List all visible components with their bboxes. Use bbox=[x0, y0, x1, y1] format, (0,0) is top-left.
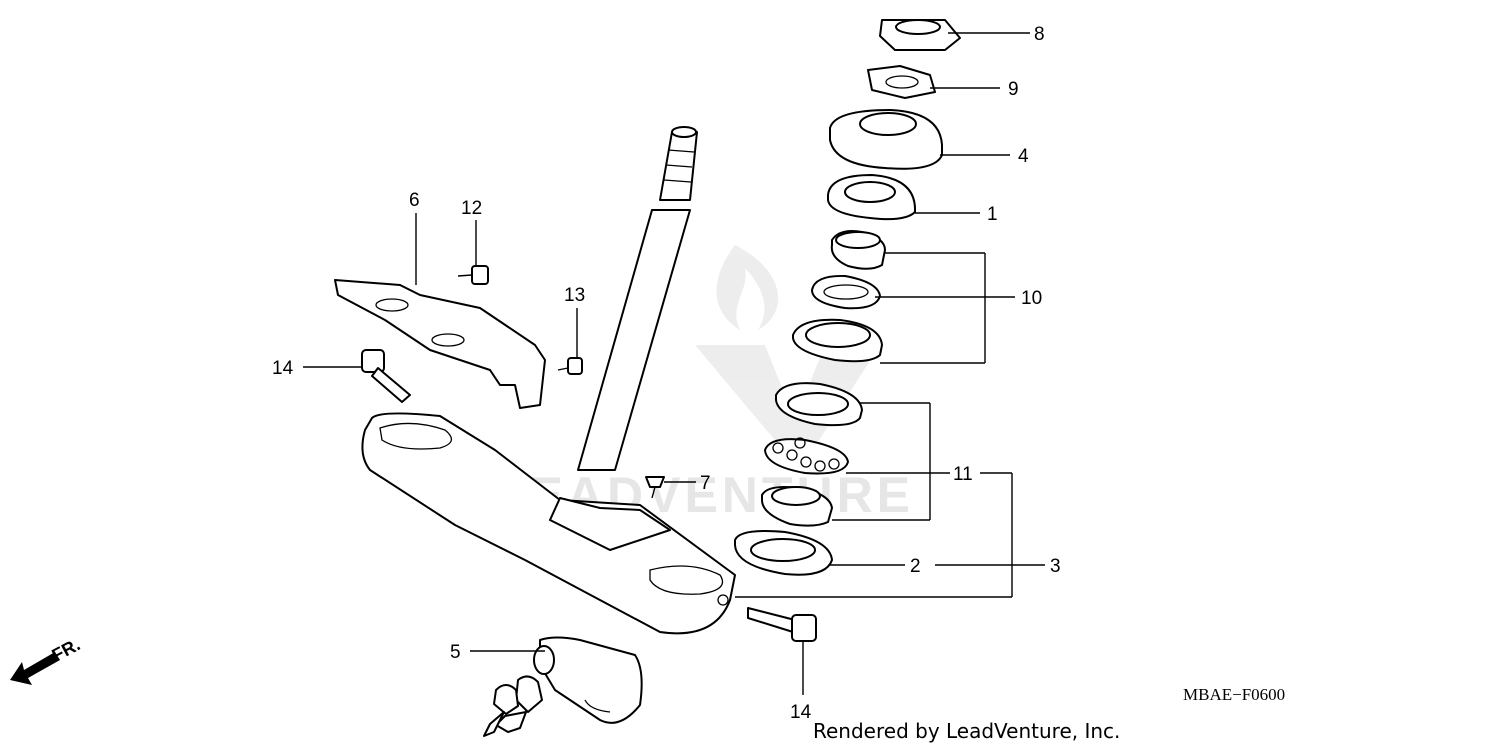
part-8-nut bbox=[879, 19, 961, 51]
leader-lines bbox=[303, 32, 1045, 695]
callout-4: 4 bbox=[1018, 146, 1029, 167]
part-3-steering-stem bbox=[361, 126, 736, 635]
render-credit: Rendered by LeadVenture, Inc. bbox=[813, 719, 1120, 743]
callout-5: 5 bbox=[450, 642, 461, 663]
part-14-bolt-upper bbox=[361, 349, 411, 403]
part-14-bolt-lower bbox=[747, 607, 817, 642]
part-13-bolt bbox=[557, 357, 583, 375]
part-10-upper-bearing bbox=[792, 230, 886, 363]
callout-6: 6 bbox=[409, 190, 420, 211]
callout-10: 10 bbox=[1021, 288, 1042, 309]
callout-7: 7 bbox=[700, 473, 711, 494]
callout-2: 2 bbox=[910, 556, 921, 577]
part-4-adjust-nut bbox=[829, 109, 943, 170]
callout-1: 1 bbox=[987, 204, 998, 225]
front-arrow-icon bbox=[10, 652, 60, 685]
callout-14-lower: 14 bbox=[790, 702, 812, 723]
callout-8: 8 bbox=[1034, 24, 1045, 45]
callouts: 1 2 3 4 5 6 7 8 9 10 11 12 13 14 14 bbox=[272, 24, 1061, 723]
callout-11: 11 bbox=[953, 464, 973, 485]
callout-9: 9 bbox=[1008, 79, 1019, 100]
part-9-washer bbox=[867, 65, 936, 99]
part-6-plate bbox=[334, 279, 546, 409]
reference-code: MBAE−F0600 bbox=[1183, 685, 1285, 704]
callout-3: 3 bbox=[1050, 556, 1061, 577]
part-5-ignition-switch bbox=[483, 636, 643, 737]
part-2-lower-seal bbox=[734, 530, 833, 576]
callout-13: 13 bbox=[564, 285, 585, 306]
callout-14-upper: 14 bbox=[272, 358, 294, 379]
part-12-bolt bbox=[457, 265, 489, 285]
part-7-screw bbox=[645, 476, 665, 499]
part-1-dust-seal bbox=[827, 174, 916, 221]
callout-12: 12 bbox=[461, 198, 482, 219]
part-11-lower-bearing bbox=[761, 382, 863, 527]
